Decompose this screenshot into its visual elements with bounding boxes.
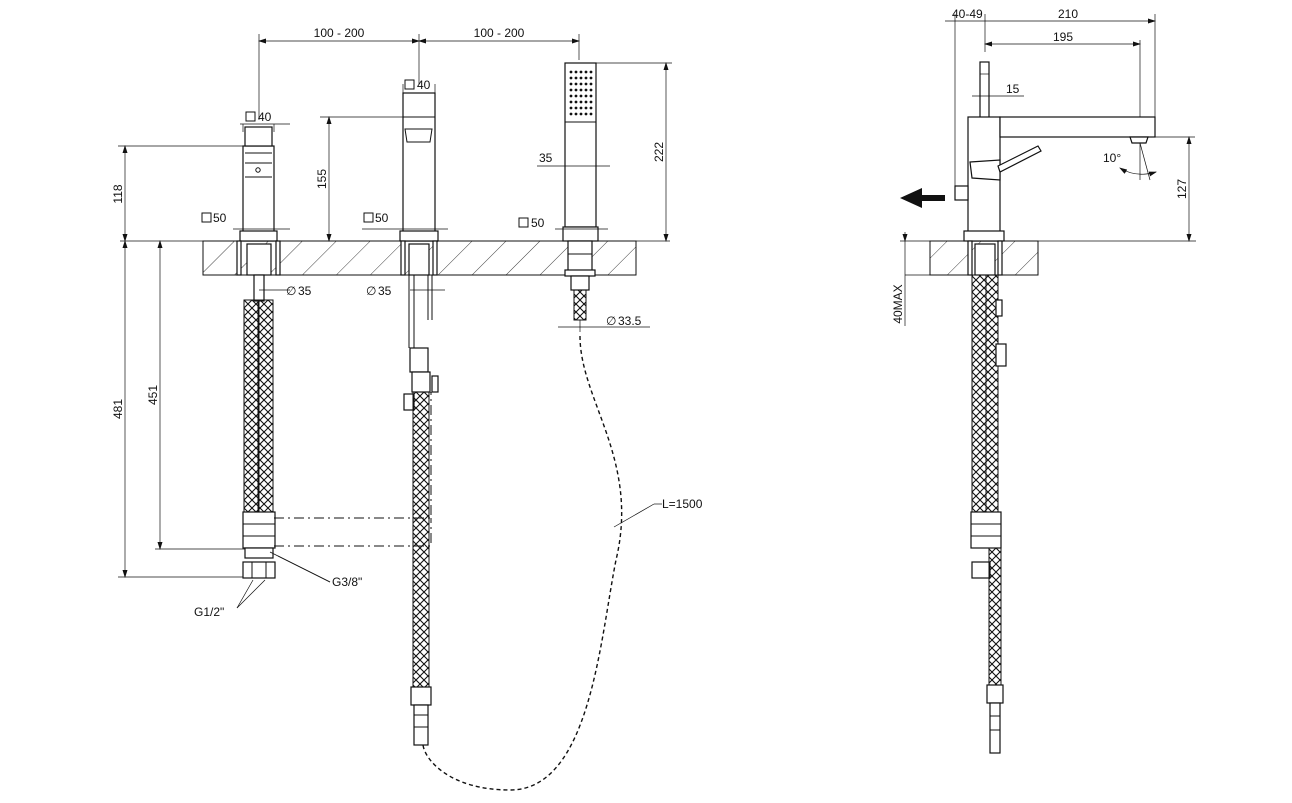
- shower-base-label: 50: [531, 216, 545, 230]
- conn-small-label: G3/8": [332, 575, 362, 589]
- side-view: 40-49 210 195 15 10°: [891, 7, 1196, 754]
- mixer-top-label: 40: [258, 110, 272, 124]
- side-angle-label: 10°: [1103, 151, 1121, 165]
- total-length-label: 481: [111, 399, 125, 419]
- side-reach-label: 210: [1058, 7, 1078, 21]
- hose-length-label: 451: [146, 385, 160, 405]
- shower-hose: L=1500: [422, 335, 703, 791]
- shower-connection: ∅ 33.5: [558, 240, 650, 332]
- spout-height-label: 155: [315, 169, 329, 189]
- side-offset-label: 40-49: [952, 7, 983, 21]
- spout-body: 40 50: [362, 78, 448, 242]
- hose-length-dimension: 481 451: [111, 240, 245, 578]
- side-shower-profile: 15: [972, 61, 1024, 119]
- square-icon: [404, 79, 415, 90]
- connection-callouts: G3/8" G1/2": [194, 551, 362, 619]
- shower-nozzles: [569, 70, 593, 116]
- side-spout-body: [954, 116, 1156, 242]
- conn-large-label: G1/2": [194, 605, 224, 619]
- side-supply-hoses: [967, 240, 1007, 754]
- side-spout-label: 195: [1053, 30, 1073, 44]
- shower-height-label: 222: [652, 142, 666, 162]
- mixer-hole-label: 35: [298, 284, 312, 298]
- spacing-label-1: 100 - 200: [314, 26, 365, 40]
- mixer-height-dimension: 118: [111, 145, 243, 242]
- mixer-body: 40 50: [201, 110, 290, 242]
- shower-width-label: 35: [539, 151, 553, 165]
- shower-height-dimension: 222: [596, 62, 672, 242]
- side-height-label: 127: [1175, 179, 1189, 199]
- hand-shower: 35 50: [518, 62, 610, 242]
- mixer-height-label: 118: [111, 184, 125, 203]
- arrow-left-icon: [900, 188, 945, 208]
- spout-height-dimension: 155: [315, 116, 403, 242]
- spout-hole-label: 35: [378, 284, 392, 298]
- square-icon: [363, 212, 374, 223]
- spacing-dimension: 100 - 200 100 - 200: [258, 26, 580, 120]
- side-reach-dimension: 40-49 210 195: [945, 7, 1156, 190]
- square-icon: [245, 111, 256, 122]
- diameter-icon: ∅: [366, 284, 376, 298]
- mixer-base-label: 50: [213, 211, 227, 225]
- front-view: 100 - 200 100 - 200 40 50 118: [111, 26, 703, 791]
- spout-top-label: 40: [417, 78, 431, 92]
- side-angle-dimension: 10°: [1103, 142, 1157, 181]
- spout-base-label: 50: [375, 211, 389, 225]
- square-icon: [518, 217, 529, 228]
- deck-max-label: 40MAX: [891, 284, 905, 323]
- spout-hose: ∅ 35: [366, 240, 445, 746]
- hose-routing-lines: [274, 392, 432, 547]
- side-height-dimension: 127: [1150, 136, 1195, 242]
- diameter-icon: ∅: [606, 314, 616, 328]
- shower-hole-label: 33.5: [618, 314, 642, 328]
- side-thickness-label: 15: [1006, 82, 1020, 96]
- spacing-label-2: 100 - 200: [474, 26, 525, 40]
- shower-hose-length-label: L=1500: [662, 497, 703, 511]
- square-icon: [201, 212, 212, 223]
- mixer-supply-hoses: ∅ 35: [236, 240, 312, 579]
- diameter-icon: ∅: [286, 284, 296, 298]
- deck-max-dimension: 40MAX: [891, 232, 930, 326]
